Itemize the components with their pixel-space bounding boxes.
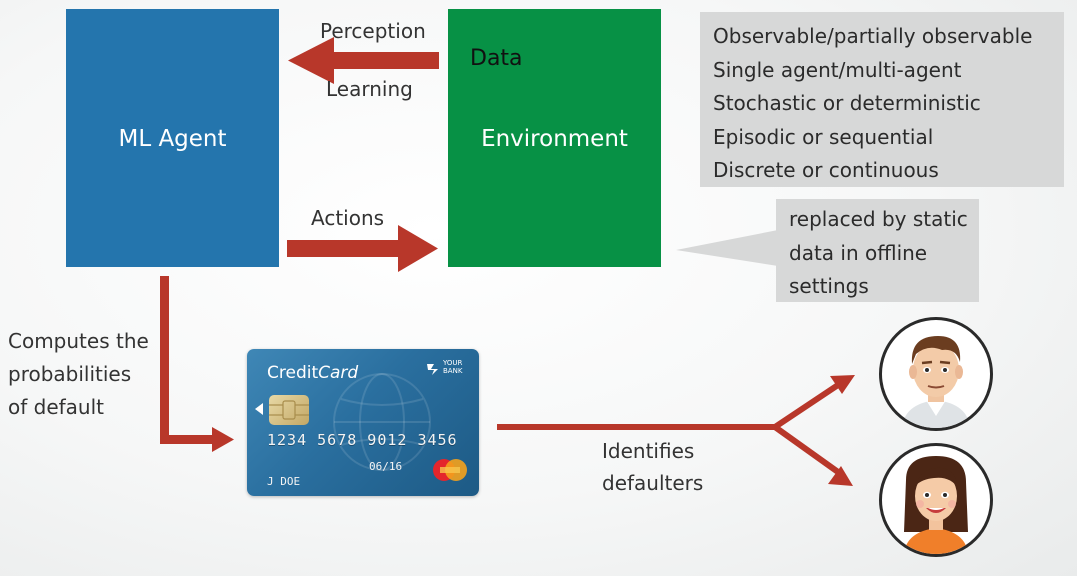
card-number: 1234 5678 9012 3456 <box>267 431 458 449</box>
computes-line-3: of default <box>8 391 149 424</box>
card-holder: J DOE <box>267 475 300 488</box>
computes-line-1: Computes the <box>8 325 149 358</box>
ml-agent-label: ML Agent <box>118 126 226 152</box>
bank-logo-icon <box>425 362 441 376</box>
ml-agent-box: ML Agent <box>66 9 279 267</box>
identifies-line-2: defaulters <box>602 467 703 499</box>
offline-callout: replaced by static data in offline setti… <box>776 199 979 302</box>
card-bank-line: BANK <box>443 367 473 375</box>
credit-card: CreditCard YOUR BANK 1234 5678 9012 3456… <box>247 349 479 496</box>
callout-line: data in offline <box>789 237 979 271</box>
property-item: Discrete or continuous <box>713 154 1064 188</box>
callout-tail <box>676 230 778 266</box>
card-brand-plain: Credit <box>267 363 318 383</box>
computes-label: Computes the probabilities of default <box>8 325 149 424</box>
learning-label: Learning <box>326 76 413 102</box>
card-bank-name: YOUR BANK <box>443 359 473 375</box>
perception-label: Perception <box>320 18 426 44</box>
computes-line-2: probabilities <box>8 358 149 391</box>
mastercard-logo <box>430 457 470 483</box>
male-avatar-icon <box>879 317 993 431</box>
contactless-arrow-icon <box>255 403 263 415</box>
property-item: Observable/partially observable <box>713 20 1064 54</box>
callout-line: replaced by static <box>789 203 979 237</box>
identifies-line-1: Identifies <box>602 435 703 467</box>
card-expiry: 06/16 <box>369 460 402 473</box>
property-item: Episodic or sequential <box>713 121 1064 155</box>
property-item: Stochastic or deterministic <box>713 87 1064 121</box>
identifies-label: Identifies defaulters <box>602 435 703 499</box>
computes-arrow <box>160 276 234 452</box>
data-label: Data <box>470 46 523 71</box>
female-avatar-icon <box>879 443 993 557</box>
card-bank-line: YOUR <box>443 359 473 367</box>
actions-label: Actions <box>311 205 384 231</box>
property-item: Single agent/multi-agent <box>713 54 1064 88</box>
actions-arrow <box>287 225 438 272</box>
card-brand-italic: Card <box>318 363 358 383</box>
environment-properties-panel: Observable/partially observable Single a… <box>700 12 1064 187</box>
environment-label: Environment <box>481 126 628 152</box>
chip-icon <box>269 395 309 425</box>
callout-line: settings <box>789 270 979 304</box>
card-brand: CreditCard <box>267 363 358 383</box>
